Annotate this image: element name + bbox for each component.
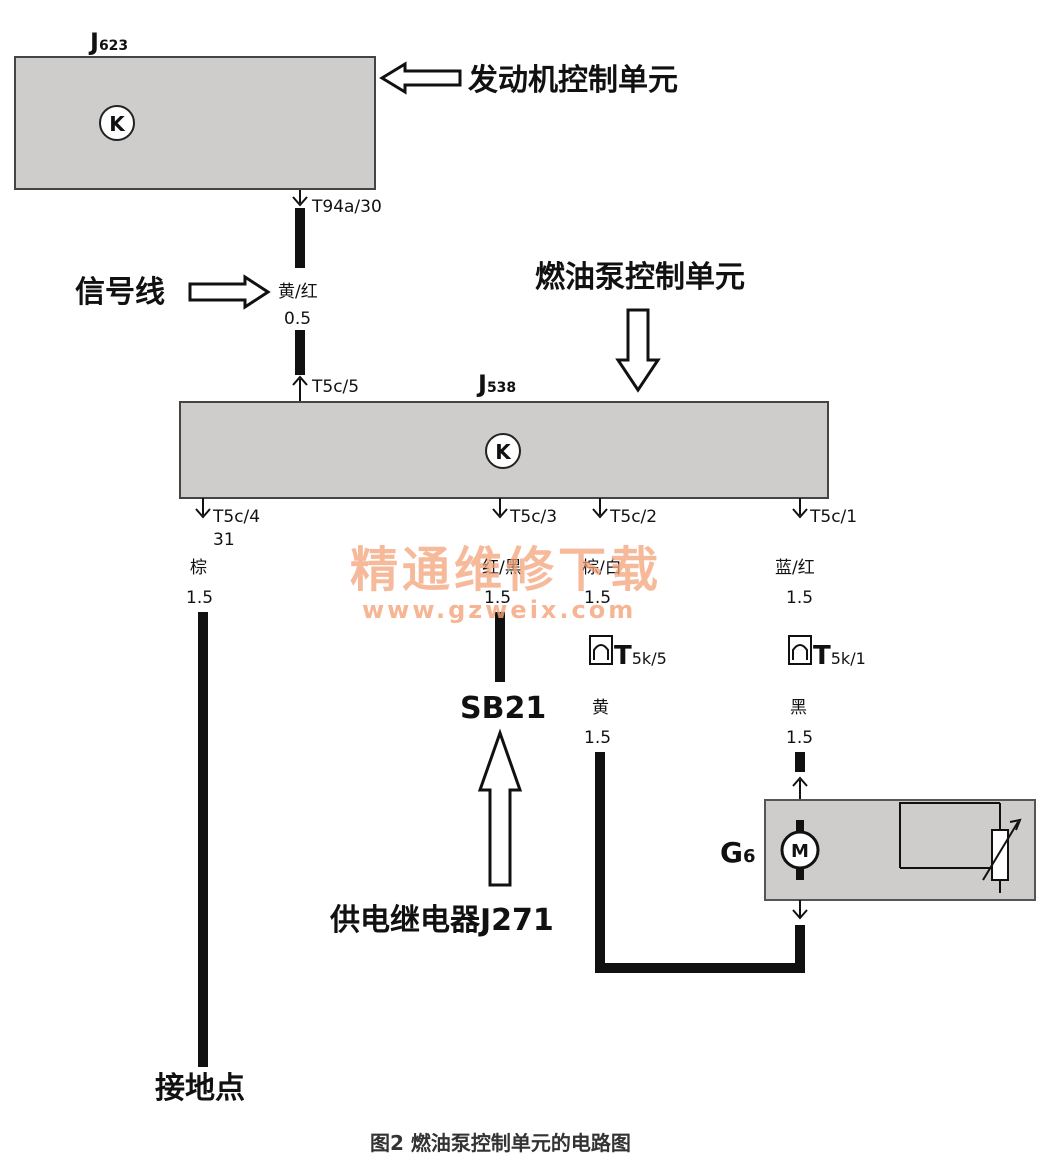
ground-wire-size: 1.5	[186, 588, 213, 608]
pin-t5c4: T5c/4	[212, 507, 260, 527]
t5k1-wire-color: 黑	[790, 698, 807, 718]
t5k1-wire-size: 1.5	[786, 728, 813, 748]
arrow-right-icon	[188, 274, 271, 310]
motor-icon: M	[780, 820, 820, 880]
svg-text:M: M	[791, 841, 809, 862]
variable-resistor-icon	[899, 802, 1022, 893]
signal-line-label: 信号线	[75, 275, 165, 310]
arrow-down-icon	[615, 308, 661, 393]
ecu-j538-name: J538	[476, 370, 516, 398]
pump-return-wire	[595, 752, 805, 973]
pump-pos-wire-color: 蓝/红	[775, 558, 815, 578]
ecu-j623-name: J623	[88, 28, 128, 56]
svg-text:K: K	[109, 112, 126, 136]
signal-wire-size: 0.5	[284, 309, 311, 329]
sb-wire-color: 红/黑	[482, 558, 522, 578]
fuse-sb21-label: SB21	[460, 691, 546, 726]
pin-t5c5: T5c/5	[311, 377, 359, 397]
watermark-url: www.gzweix.com	[362, 596, 636, 624]
signal-wire-color: 黄/红	[278, 282, 318, 302]
pump-pos-wire	[795, 752, 805, 772]
ground-wire-color: 棕	[190, 558, 207, 578]
ecu-j623-box	[14, 56, 376, 190]
svg-text:K: K	[495, 440, 512, 464]
pump-neg-wire-size: 1.5	[584, 588, 611, 608]
arrow-left-icon	[379, 61, 462, 95]
ecu-j538-label: 燃油泵控制单元	[535, 260, 745, 295]
pin-t5c1: T5c/1	[809, 507, 857, 527]
arrow-up-icon	[477, 728, 523, 887]
connector-t5k1-label: T5k/1	[813, 641, 866, 671]
fuel-pump-g6-name: G6	[720, 836, 756, 869]
t5k5-wire-size: 1.5	[584, 728, 611, 748]
signal-wire	[292, 190, 308, 402]
ecu-j623-symbol-icon: K	[99, 105, 135, 141]
sb21-wire	[495, 612, 505, 682]
ground-point-label: 接地点	[155, 1071, 245, 1106]
figure-caption: 图2 燃油泵控制单元的电路图	[370, 1131, 631, 1155]
ground-wire	[198, 612, 208, 1067]
connector-t5k5-label: T5k/5	[614, 641, 667, 671]
connector-t5k5-icon	[589, 635, 613, 665]
pin-t5c2: T5c/2	[609, 507, 657, 527]
relay-j271-label: 供电继电器J271	[329, 903, 554, 938]
pin-stubs	[195, 498, 808, 519]
sb-wire-size: 1.5	[484, 588, 511, 608]
pin-t94a30: T94a/30	[311, 197, 382, 217]
pump-pos-pin	[792, 776, 808, 800]
pump-pos-wire-size: 1.5	[786, 588, 813, 608]
pin-t5c3: T5c/3	[509, 507, 557, 527]
t5k5-wire-color: 黄	[592, 698, 609, 718]
ecu-j623-label: 发动机控制单元	[467, 63, 678, 98]
watermark-text: 精通维修下载	[350, 542, 662, 598]
connector-t5k1-icon	[788, 635, 812, 665]
pump-neg-wire-color: 棕/白	[582, 558, 622, 578]
ecu-j538-symbol-icon: K	[485, 433, 521, 469]
pin-t5c4-sub: 31	[213, 530, 235, 550]
pump-neg-pin	[792, 900, 808, 920]
